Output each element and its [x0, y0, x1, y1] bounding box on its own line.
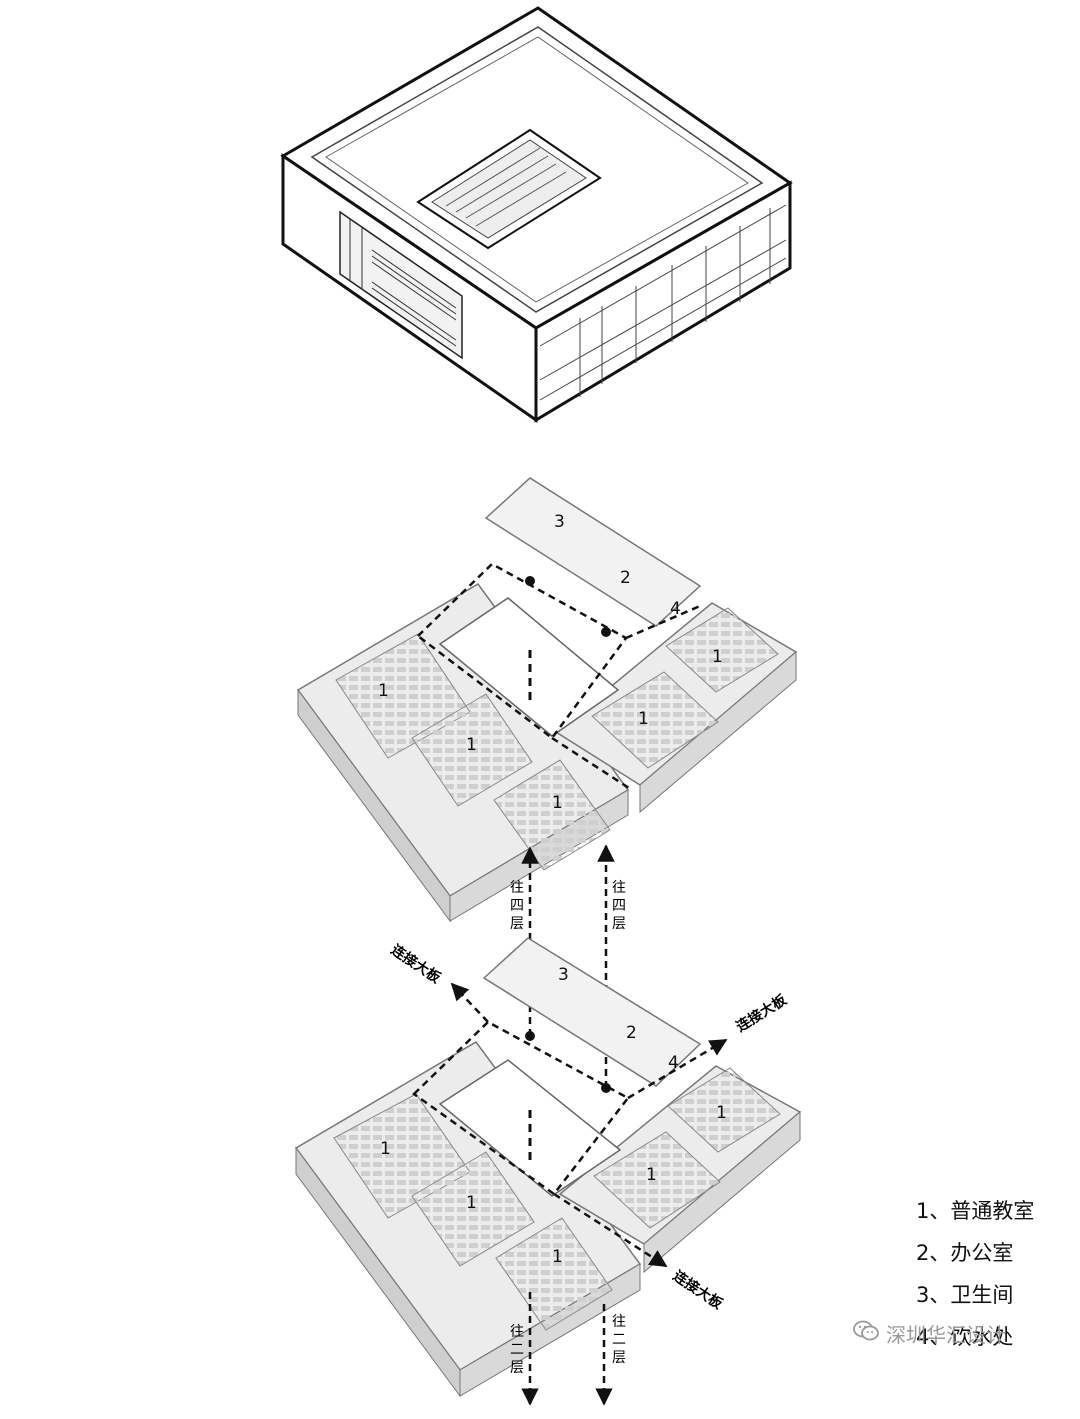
building-massing: [280, 6, 793, 423]
legend-item: 3、卫生间: [916, 1283, 1014, 1307]
room-label: 1: [712, 647, 723, 667]
upper-floor-plate: [296, 477, 798, 923]
to-second-label: 二: [612, 1332, 626, 1348]
room-label: 2: [626, 1023, 637, 1043]
room-label: 1: [378, 681, 389, 701]
to-second-label: 层: [612, 1350, 626, 1366]
room-label: 1: [638, 709, 649, 729]
to-second-label: 二: [510, 1342, 524, 1358]
to-fourth-label: 层: [510, 916, 524, 932]
lower-room-labels: 3 2 4 1 1 1 1 1: [380, 965, 727, 1267]
to-second-label: 层: [510, 1360, 524, 1376]
legend-item: 2、办公室: [916, 1241, 1014, 1265]
room-label: 4: [670, 599, 681, 619]
room-label: 1: [716, 1103, 727, 1123]
room-label: 1: [380, 1139, 391, 1159]
to-fourth-label: 往: [510, 880, 524, 896]
legend-item: 4、饮水处: [916, 1325, 1014, 1349]
connect-slab-label: 连接大板: [670, 1267, 727, 1313]
room-label: 1: [466, 735, 477, 755]
to-second-label: 往: [612, 1314, 626, 1330]
room-label: 1: [646, 1165, 657, 1185]
legend: 1、普通教室 2、办公室 3、卫生间 4、饮水处: [916, 1190, 1076, 1358]
to-fourth-label: 层: [612, 916, 626, 932]
room-label: 3: [558, 965, 569, 985]
lower-floor-plate: [294, 937, 802, 1406]
room-label: 4: [668, 1053, 679, 1073]
room-label: 1: [552, 793, 563, 813]
to-fourth-label: 往: [612, 880, 626, 896]
watermark: 深圳华汇设计: [852, 1318, 1006, 1348]
to-second-label: 往: [510, 1324, 524, 1340]
upper-room-labels: 3 2 4 1 1 1 1 1: [378, 512, 723, 813]
room-label: 1: [466, 1193, 477, 1213]
watermark-text: 深圳华汇设计: [886, 1322, 1006, 1347]
to-fourth-label: 四: [612, 898, 626, 914]
room-label: 1: [552, 1247, 563, 1267]
to-fourth-label: 四: [510, 898, 524, 914]
room-label: 2: [620, 568, 631, 588]
connect-slab-label: 连接大板: [388, 941, 445, 987]
legend-item: 1、普通教室: [916, 1199, 1035, 1223]
room-label: 3: [554, 512, 565, 532]
wechat-icon: [852, 1319, 880, 1348]
connect-slab-label: 连接大板: [733, 991, 790, 1036]
